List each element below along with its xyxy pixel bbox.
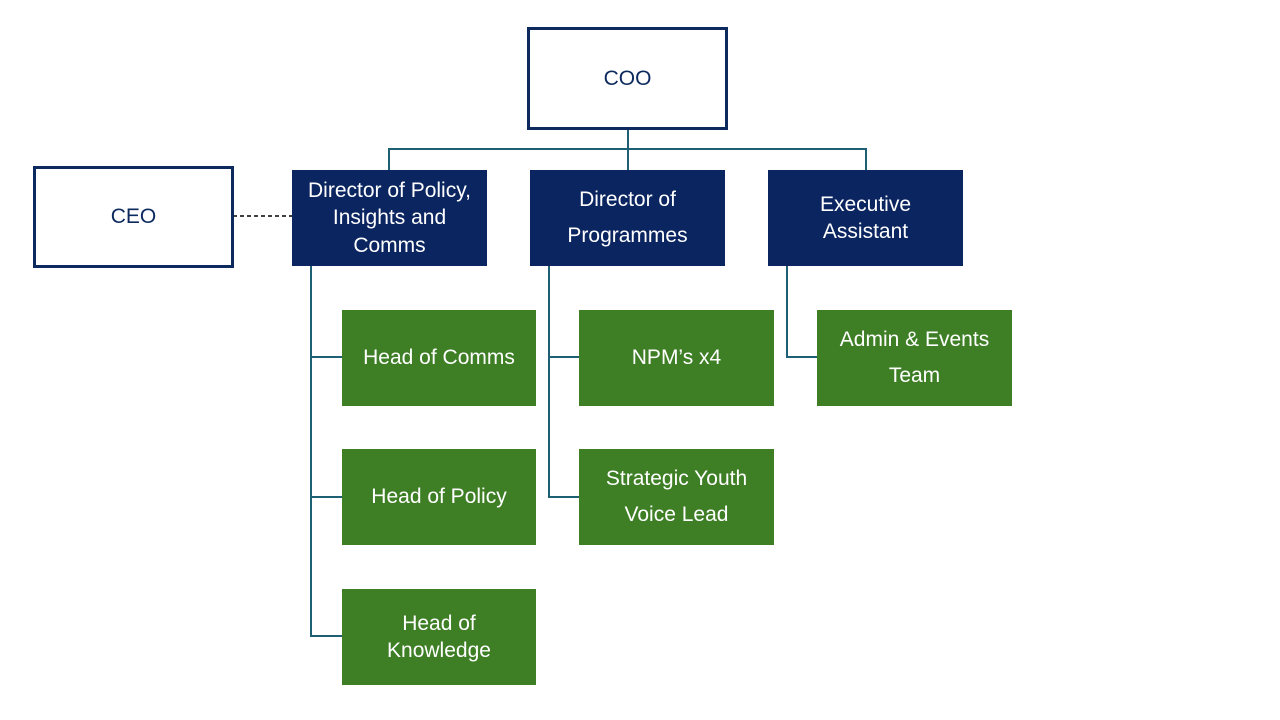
head-comms-label: Head of Comms — [363, 346, 515, 370]
exec-assistant-label: Executive Assistant — [819, 192, 912, 243]
head-knowledge-box: Head of Knowledge — [342, 589, 536, 685]
head-policy-label: Head of Policy — [371, 485, 507, 509]
admin-events-box: Admin & Events Team — [817, 310, 1012, 406]
npms-label: NPM’s x4 — [631, 346, 722, 370]
youth-voice-box: Strategic Youth Voice Lead — [579, 449, 774, 545]
exec-assistant-box: Executive Assistant — [768, 170, 963, 266]
head-knowledge-label: Head of Knowledge — [387, 611, 491, 662]
director-policy-box: Director of Policy, Insights and Comms — [292, 170, 487, 266]
ceo-box: CEO — [33, 166, 234, 268]
youth-voice-label: Strategic Youth Voice Lead — [605, 467, 748, 526]
ceo-label: CEO — [110, 205, 157, 229]
director-programmes-box: Director of Programmes — [530, 170, 725, 266]
head-comms-box: Head of Comms — [342, 310, 536, 406]
coo-box: COO — [527, 27, 728, 130]
head-policy-box: Head of Policy — [342, 449, 536, 545]
coo-label: COO — [603, 66, 652, 90]
director-policy-label: Director of Policy, Insights and Comms — [308, 179, 471, 257]
npms-box: NPM’s x4 — [579, 310, 774, 406]
admin-events-label: Admin & Events Team — [839, 328, 990, 387]
director-programmes-label: Director of Programmes — [567, 188, 688, 247]
